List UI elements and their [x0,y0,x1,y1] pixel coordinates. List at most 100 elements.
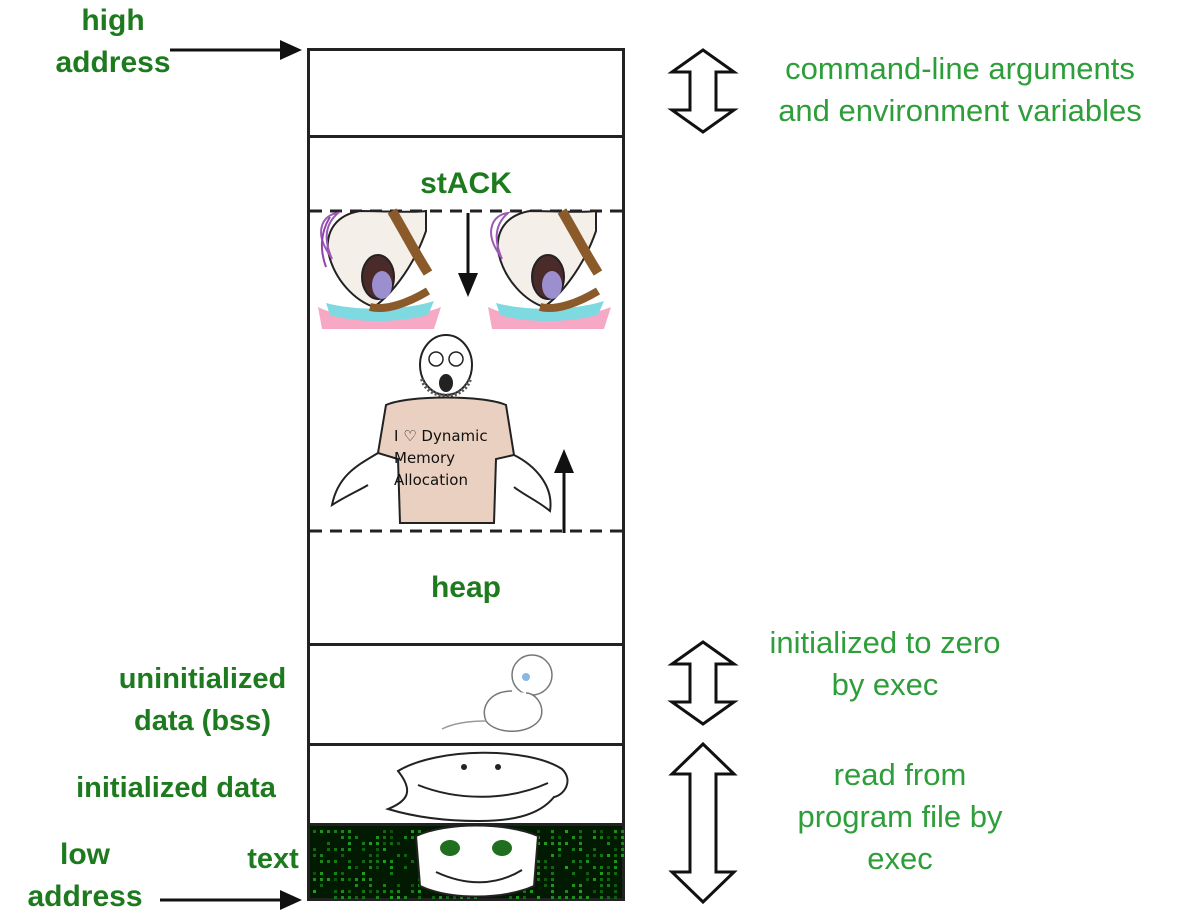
text-label: text [238,838,308,880]
matrix-glyph [376,836,379,839]
matrix-glyph [355,866,358,869]
matrix-glyph [579,890,582,893]
bss-wojak [440,651,570,741]
matrix-glyph [593,848,596,851]
double-arrow-icon [668,48,738,134]
matrix-glyph [355,878,358,881]
matrix-glyph [348,866,351,869]
matrix-glyph [621,836,624,839]
matrix-glyph [621,830,624,833]
matrix-glyph [348,830,351,833]
matrix-glyph [614,854,617,857]
matrix-glyph [320,830,323,833]
matrix-glyph [390,896,393,899]
matrix-glyph [327,830,330,833]
matrix-glyph [369,878,372,881]
matrix-glyph [600,836,603,839]
matrix-glyph [334,830,337,833]
matrix-glyph [572,872,575,875]
matrix-glyph [376,842,379,845]
matrix-glyph [376,866,379,869]
matrix-glyph [593,890,596,893]
matrix-glyph [551,830,554,833]
matrix-glyph [579,830,582,833]
matrix-glyph [397,884,400,887]
matrix-glyph [579,884,582,887]
matrix-glyph [614,884,617,887]
matrix-glyph [355,884,358,887]
matrix-glyph [313,872,316,875]
matrix-glyph [362,872,365,875]
stack-wojak-right [486,211,611,331]
matrix-glyph [600,890,603,893]
matrix-glyph [334,848,337,851]
matrix-glyph [376,890,379,893]
matrix-glyph [334,890,337,893]
matrix-glyph [369,842,372,845]
matrix-glyph [614,860,617,863]
matrix-glyph [334,896,337,899]
matrix-glyph [376,896,379,899]
divider-data [310,743,622,746]
matrix-glyph [341,854,344,857]
matrix-glyph [320,878,323,881]
matrix-glyph [558,842,561,845]
matrix-glyph [383,860,386,863]
matrix-glyph [607,836,610,839]
uninitialized-data-label: uninitialized data (bss) [100,658,305,742]
matrix-glyph [593,830,596,833]
matrix-glyph [572,896,575,899]
matrix-glyph [362,848,365,851]
matrix-glyph [572,884,575,887]
matrix-glyph [327,848,330,851]
matrix-glyph [614,890,617,893]
matrix-glyph [572,836,575,839]
matrix-glyph [369,854,372,857]
matrix-glyph [621,848,624,851]
matrix-glyph [383,848,386,851]
matrix-glyph [313,854,316,857]
matrix-glyph [320,872,323,875]
matrix-glyph [551,866,554,869]
matrix-glyph [607,842,610,845]
matrix-glyph [348,848,351,851]
matrix-glyph [341,848,344,851]
matrix-glyph [334,860,337,863]
matrix-glyph [607,854,610,857]
matrix-glyph [607,872,610,875]
matrix-glyph [341,896,344,899]
matrix-glyph [614,848,617,851]
matrix-glyph [565,830,568,833]
matrix-glyph [614,830,617,833]
matrix-glyph [390,866,393,869]
matrix-glyph [565,842,568,845]
matrix-glyph [586,878,589,881]
matrix-glyph [348,890,351,893]
matrix-glyph [334,872,337,875]
matrix-glyph [376,848,379,851]
matrix-glyph [565,896,568,899]
matrix-glyph [621,854,624,857]
matrix-glyph [390,836,393,839]
matrix-glyph [369,866,372,869]
matrix-glyph [369,884,372,887]
matrix-glyph [313,830,316,833]
matrix-glyph [579,842,582,845]
divider-bss [310,643,622,646]
matrix-glyph [362,878,365,881]
matrix-glyph [621,842,624,845]
matrix-glyph [348,878,351,881]
matrix-glyph [614,872,617,875]
matrix-glyph [551,872,554,875]
high-address-label: high address [38,0,188,84]
matrix-glyph [341,836,344,839]
matrix-glyph [341,830,344,833]
matrix-glyph [558,848,561,851]
matrix-glyph [614,896,617,899]
matrix-glyph [341,878,344,881]
matrix-glyph [579,866,582,869]
matrix-glyph [362,890,365,893]
matrix-glyph [558,896,561,899]
text-segment-face [406,826,546,898]
matrix-glyph [376,854,379,857]
